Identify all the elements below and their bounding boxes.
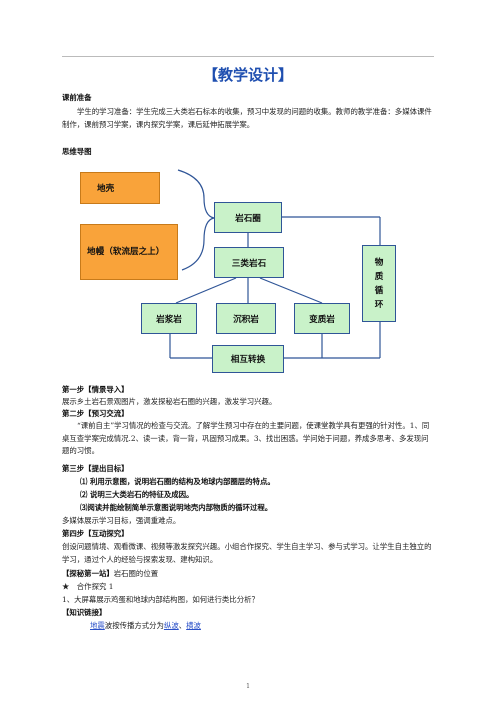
step3-note: 多媒体展示学习目标，强调重难点。 bbox=[62, 516, 181, 525]
node-rock-sphere: 岩石圈 bbox=[214, 202, 282, 233]
goal-2: ⑵ 说明三大类岩石的特征及成因。 bbox=[80, 490, 194, 499]
step2-body: “课前自主”学习情况的检查与交流。了解学生预习中存在的主要问题，使课堂教学具有更… bbox=[62, 421, 430, 455]
material-char-4: 环 bbox=[374, 299, 384, 310]
explore1-question: 1、大屏幕展示鸡蛋和地球内部结构图，如何进行类比分析？ bbox=[62, 595, 259, 604]
step3-heading: 第三步【提出目标】 bbox=[62, 464, 129, 473]
material-char-1: 物 bbox=[374, 257, 384, 268]
node-crust: 地壳 bbox=[80, 172, 160, 204]
prep-heading: 课前准备 bbox=[62, 93, 92, 102]
goal-3: ⑶阅读并能绘制简单示意图说明地壳内部物质的循环过程。 bbox=[80, 503, 273, 512]
material-char-2: 质 bbox=[374, 271, 384, 282]
three-rocks-to-magmatic bbox=[175, 277, 237, 304]
three-rocks-to-metamorphic bbox=[259, 277, 323, 304]
step1-body: 展示乡土岩石景观图片，激发探秘岩石圈的兴趣，激发学习兴趣。 bbox=[62, 397, 277, 406]
node-three-rocks: 三类岩石 bbox=[214, 247, 284, 278]
page-title: 【教学设计】 bbox=[202, 66, 293, 84]
node-metamorphic-rock: 变质岩 bbox=[294, 303, 350, 334]
node-material-cycle: 物 质 循 环 bbox=[362, 245, 396, 322]
link-p-wave[interactable]: 纵波 bbox=[163, 621, 179, 630]
goal-1: ⑴ 利用示意图，说明岩石圈的结构及地球内部圈层的特点。 bbox=[80, 477, 275, 486]
prep-body: 学生的学习准备：学生完成三大类岩石标本的收集，预习中发现的问题的收集。教师的教学… bbox=[62, 107, 432, 129]
explore1-heading: 【探秘第一站】 bbox=[62, 569, 114, 578]
step2-heading: 第二步【预习交流】 bbox=[62, 409, 129, 418]
page-number: 1 bbox=[246, 683, 250, 690]
step4-heading: 第四步【互动探究】 bbox=[62, 529, 129, 538]
mindmap-heading: 思维导图 bbox=[62, 147, 92, 156]
step4-body: 创设问题情境、观看微课、视频等激发探究兴趣。小组合作探究、学生自主学习、参与式学… bbox=[62, 542, 432, 564]
node-mantle: 地幔（软流层之上） bbox=[80, 224, 178, 280]
link-earthquake[interactable]: 地震 bbox=[90, 621, 105, 630]
knowledge-sep: 、 bbox=[178, 621, 187, 630]
link-s-wave[interactable]: 横波 bbox=[186, 621, 201, 630]
node-magmatic-rock: 岩浆岩 bbox=[141, 303, 197, 334]
knowledge-line: 地震波按传播方式分为纵波、横波 bbox=[90, 620, 201, 632]
knowledge-mid: 波按传播方式分为 bbox=[104, 621, 164, 630]
node-mutual-transform: 相互转换 bbox=[212, 345, 284, 373]
material-char-3: 循 bbox=[374, 285, 384, 296]
knowledge-heading: 【知识链接】 bbox=[62, 608, 107, 617]
brace-connector bbox=[177, 169, 215, 271]
explore1-heading-rest: 岩石圈的位置 bbox=[113, 569, 159, 578]
explore1-line: 【探秘第一站】岩石圈的位置 bbox=[62, 568, 158, 580]
header-rule bbox=[62, 56, 434, 57]
step1-heading: 第一步【情景导入】 bbox=[62, 385, 129, 394]
explore1-sub: ★ 合作探究 1 bbox=[62, 582, 114, 591]
node-sedimentary-rock: 沉积岩 bbox=[216, 303, 276, 334]
